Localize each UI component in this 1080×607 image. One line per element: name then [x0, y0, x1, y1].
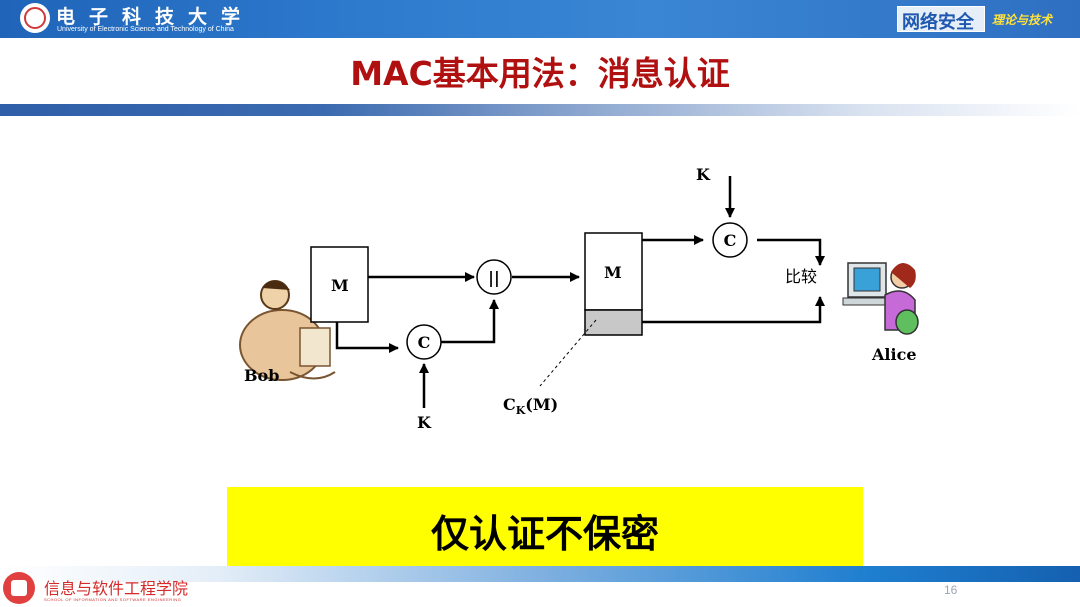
key-label-sender: K: [417, 413, 432, 432]
mac-node-sender-label: C: [418, 333, 431, 352]
school-logo-icon: [3, 572, 35, 604]
slide-title: MAC基本用法：消息认证: [350, 54, 730, 93]
arrow-mac-to-concat: [441, 299, 499, 344]
callout-box: 仅认证不保密: [227, 487, 863, 569]
concat-node: [476, 259, 512, 295]
transmitted-message-label: M: [604, 263, 622, 282]
university-name-en: University of Electronic Science and Tec…: [57, 26, 234, 33]
mac-node-receiver: [712, 222, 748, 258]
compare-label: 比较: [785, 267, 817, 286]
key-label-receiver: K: [696, 165, 711, 184]
arrow-received-mac-to-compare: [642, 296, 825, 324]
footer-stripe: [0, 566, 1080, 582]
message-box-label: M: [331, 276, 349, 295]
school-name-en: SCHOOL OF INFORMATION AND SOFTWARE ENGIN…: [44, 597, 182, 602]
arrow-message-to-mac: [335, 322, 399, 353]
title-underline-bar: [0, 104, 1080, 116]
receiver-label: Alice: [871, 345, 917, 364]
concat-label: ||: [488, 268, 500, 287]
university-logo-icon: [20, 3, 50, 33]
school-name-cn: 信息与软件工程学院: [44, 579, 189, 598]
alice-figure-icon: [842, 262, 919, 335]
top-banner: 电子科技大学 University of Electronic Science …: [0, 0, 1080, 38]
course-badge: 网络安全: [897, 6, 985, 33]
bob-figure-icon: [239, 280, 336, 381]
callout-text: 仅认证不保密: [430, 512, 659, 556]
sender-label: Bob: [244, 366, 279, 385]
transmitted-message-box: [584, 232, 643, 311]
course-subtitle: 理论与技术: [992, 13, 1053, 27]
mac-diagram: Bob M || C K M CK(M) C K 比较: [239, 165, 919, 432]
message-box: [310, 246, 369, 323]
mac-value-label: CK(M): [503, 395, 558, 417]
mac-pointer-line: [539, 319, 597, 387]
transmitted-mac-box: [584, 309, 643, 336]
university-name-cn: 电子科技大学: [56, 6, 255, 28]
page-number: 16: [944, 583, 958, 597]
mac-node-receiver-label: C: [724, 231, 737, 250]
arrow-mac-to-compare: [757, 238, 825, 266]
